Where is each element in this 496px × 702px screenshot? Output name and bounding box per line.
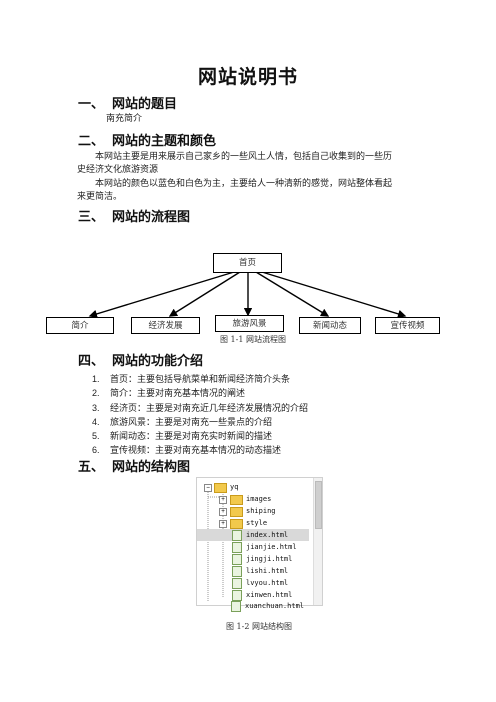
tree-file-row[interactable]: xuanchuan.html xyxy=(196,600,308,612)
section-title: 网站的功能介绍 xyxy=(112,354,204,369)
flowchart-node-home: 首页 xyxy=(213,253,282,273)
list-number: 3. xyxy=(92,402,100,413)
section-number: 二、 xyxy=(78,134,105,149)
section-heading-2: 二、网站的主题和颜色 xyxy=(78,130,216,149)
tree-file-row[interactable]: lishi.html xyxy=(197,565,309,577)
file-label: lvyou.html xyxy=(246,579,289,587)
tree-file-row[interactable]: lvyou.html xyxy=(197,577,309,589)
tree-root-label: yq xyxy=(230,483,239,491)
list-text: 旅游风景：主要是对南充一些景点的介绍 xyxy=(110,417,273,428)
list-text: 经济页：主要是对南充近几年经济发展情况的介绍 xyxy=(110,403,309,414)
section-heading-4: 四、网站的功能介绍 xyxy=(78,350,203,369)
section-number: 四、 xyxy=(78,354,105,369)
section-title: 网站的流程图 xyxy=(112,210,191,225)
section-heading-3: 三、网站的流程图 xyxy=(78,206,190,225)
connector-to-xuanchuan xyxy=(261,271,407,318)
file-label: lishi.html xyxy=(246,567,289,575)
function-list: 1. 首页：主要包括导航菜单和新闻经济简介头条 2. 简介：主要对南充基本情况的阐述… xyxy=(92,373,308,459)
tree-folder-row[interactable]: + shiping xyxy=(197,505,309,517)
tree-caption: 图 1-2 网站结构图 xyxy=(226,622,292,631)
html-file-icon xyxy=(231,601,241,612)
list-item: 3. 经济页：主要是对南充近几年经济发展情况的介绍 xyxy=(92,402,308,416)
section-number: 三、 xyxy=(78,210,105,225)
tree-file-row[interactable]: jingji.html xyxy=(197,553,309,565)
tree-file-row[interactable]: jianjie.html xyxy=(197,541,309,553)
list-item: 4. 旅游风景：主要是对南充一些景点的介绍 xyxy=(92,416,308,430)
file-tree-screenshot: − yq + images + shiping + style index.ht… xyxy=(196,477,323,606)
section-heading-5: 五、网站的结构图 xyxy=(78,456,190,475)
html-file-icon xyxy=(232,530,242,541)
section-title: 网站的题目 xyxy=(112,97,178,112)
flowchart-caption: 图 1-1 网站流程图 xyxy=(220,335,286,344)
list-number: 4. xyxy=(92,416,100,427)
flowchart-node-xuanchuan: 宣传视频 xyxy=(375,317,440,334)
tree-file-row[interactable]: xinwen.html xyxy=(197,589,309,601)
list-item: 6. 宣传视频：主要对南充基本情况的动态描述 xyxy=(92,444,308,458)
list-text: 简介：主要对南充基本情况的阐述 xyxy=(110,389,246,400)
tree-folder-row[interactable]: + images xyxy=(197,493,309,505)
theme-paragraph-2-line-1: 本网站的颜色以蓝色和白色为主，主要给人一种清新的感觉，网站整体看起 xyxy=(95,179,393,189)
vertical-scrollbar[interactable] xyxy=(313,478,322,605)
html-file-icon xyxy=(232,542,242,553)
list-text: 首页：主要包括导航菜单和新闻经济简介头条 xyxy=(110,375,291,385)
section-title: 网站的主题和颜色 xyxy=(112,134,217,149)
connector-to-jingji xyxy=(168,271,241,317)
list-item: 2. 简介：主要对南充基本情况的阐述 xyxy=(92,387,308,401)
html-file-icon xyxy=(232,590,242,601)
html-file-icon xyxy=(232,566,242,577)
tree-file-row-selected[interactable]: index.html xyxy=(197,529,309,541)
flowchart-node-xinwen: 新闻动态 xyxy=(299,317,361,334)
theme-paragraph-2-line-2: 来更简洁。 xyxy=(77,192,123,202)
list-number: 5. xyxy=(92,431,100,442)
folder-label: images xyxy=(246,495,272,503)
site-name: 南充简介 xyxy=(106,114,143,124)
file-label: xinwen.html xyxy=(246,591,293,599)
expand-icon[interactable]: + xyxy=(219,520,227,528)
list-item: 5. 新闻动态：主要是对南充实时新闻的描述 xyxy=(92,430,308,444)
section-title: 网站的结构图 xyxy=(112,460,191,475)
list-number: 2. xyxy=(92,388,100,399)
connector-to-jianjie xyxy=(88,271,235,318)
html-file-icon xyxy=(232,554,242,565)
list-number: 6. xyxy=(92,445,100,456)
scrollbar-thumb[interactable] xyxy=(315,481,322,529)
theme-paragraph-1-line-1: 本网站主要是用来展示自己家乡的一些风土人情，包括自己收集到的一些历 xyxy=(95,152,393,162)
list-text: 宣传视频：主要对南充基本情况的动态描述 xyxy=(110,446,282,457)
folder-icon xyxy=(230,495,243,505)
html-file-icon xyxy=(232,578,242,589)
flowchart-node-lvyou: 旅游风景 xyxy=(215,315,284,332)
document-title: 网站说明书 xyxy=(197,66,298,88)
folder-icon xyxy=(230,507,243,517)
section-heading-1: 一、网站的题目 xyxy=(78,93,177,112)
file-label: jianjie.html xyxy=(246,543,297,551)
connector-to-xinwen xyxy=(255,271,330,317)
theme-paragraph-1-line-2: 史经济文化旅游资源 xyxy=(77,165,159,175)
list-number: 1. xyxy=(92,374,100,384)
folder-open-icon xyxy=(214,483,227,493)
folder-label: shiping xyxy=(246,507,276,515)
file-label: index.html xyxy=(246,531,289,539)
file-label: xuanchuan.html xyxy=(245,602,305,610)
collapse-icon[interactable]: − xyxy=(204,484,212,492)
tree-folder-row[interactable]: + style xyxy=(197,517,309,529)
list-item: 1. 首页：主要包括导航菜单和新闻经济简介头条 xyxy=(92,373,308,387)
flowchart-node-jingji: 经济发展 xyxy=(131,317,200,334)
expand-icon[interactable]: + xyxy=(219,508,227,516)
section-number: 一、 xyxy=(78,97,105,112)
list-text: 新闻动态：主要是对南充实时新闻的描述 xyxy=(110,432,273,443)
section-number: 五、 xyxy=(78,460,105,475)
folder-label: style xyxy=(246,519,268,527)
flowchart-node-jianjie: 简介 xyxy=(46,317,114,334)
tree-root-row[interactable]: − yq xyxy=(197,481,309,493)
expand-icon[interactable]: + xyxy=(219,496,227,504)
file-label: jingji.html xyxy=(246,555,293,563)
folder-icon xyxy=(230,519,243,529)
